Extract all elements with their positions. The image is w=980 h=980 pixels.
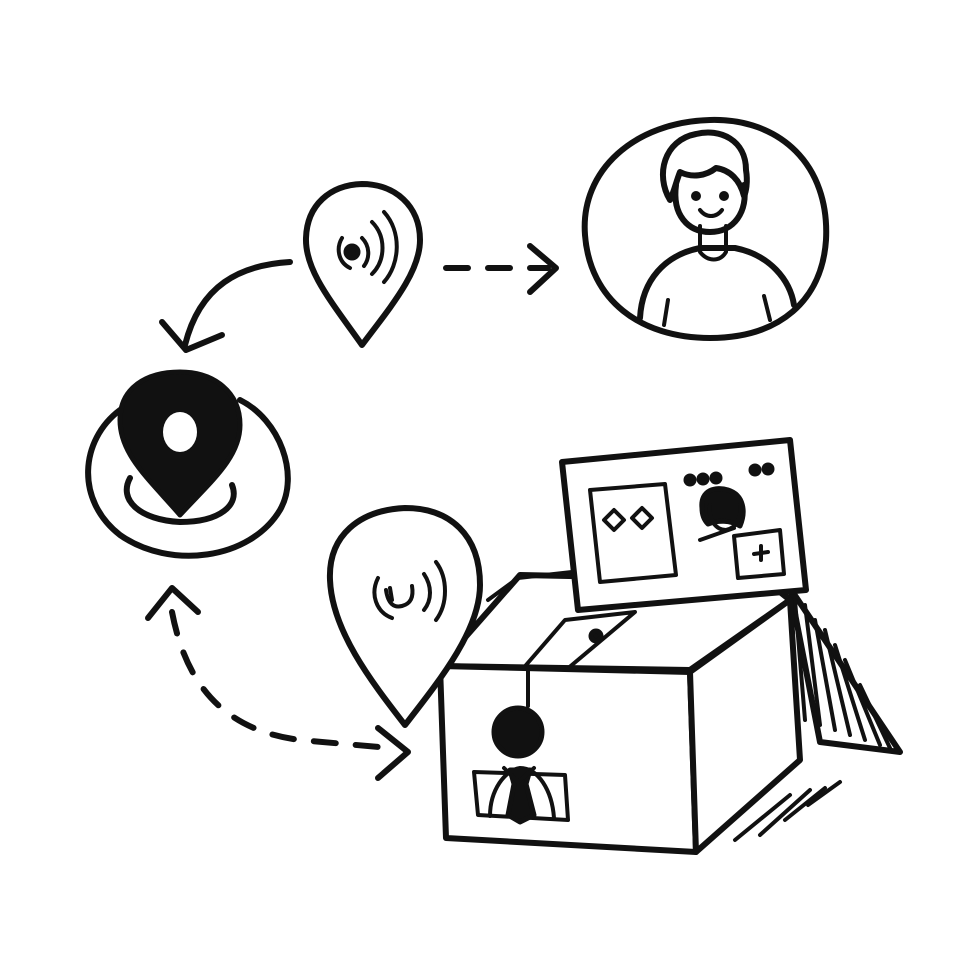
- top-location-pin-icon: [302, 181, 423, 348]
- video-call-person-icon: [698, 486, 746, 542]
- person-avatar-icon: [581, 116, 830, 341]
- businessman-icon: [472, 705, 570, 825]
- dashed-return-arrow-icon: [145, 585, 411, 781]
- large-location-pin-icon: [326, 505, 530, 728]
- wireless-signal-icon: [372, 560, 447, 622]
- monitor-icon: [486, 437, 809, 613]
- box-flap-shading: [787, 585, 903, 755]
- curved-arrow-icon: [159, 259, 293, 353]
- wireless-signal-icon: [336, 210, 399, 284]
- map-marker-icon: [85, 369, 291, 559]
- arrow-to-avatar-icon: [443, 243, 559, 295]
